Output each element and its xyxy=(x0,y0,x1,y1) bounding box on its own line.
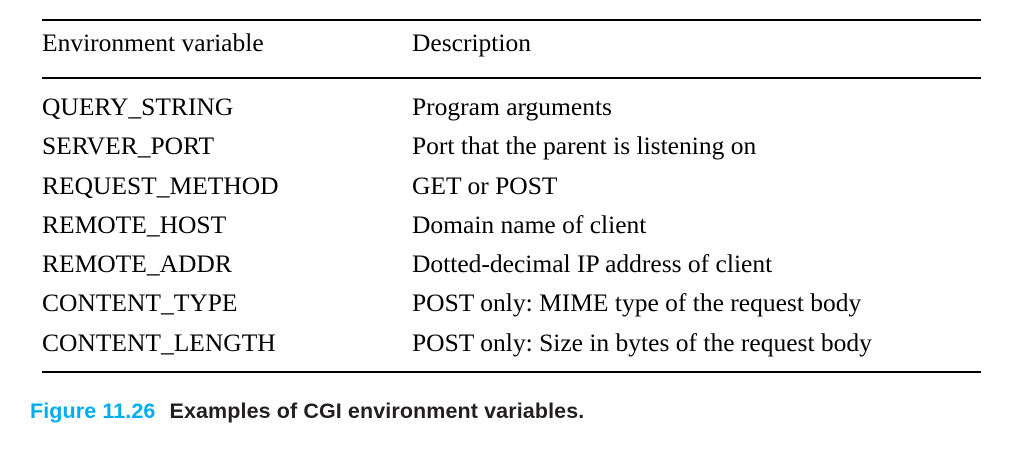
table-row: REMOTE_ADDR Dotted-decimal IP address of… xyxy=(42,244,981,283)
cell-description: Dotted-decimal IP address of client xyxy=(412,249,773,279)
table-row: CONTENT_TYPE POST only: MIME type of the… xyxy=(42,283,981,322)
figure-number: Figure 11.26 xyxy=(30,399,156,423)
table-row: SERVER_PORT Port that the parent is list… xyxy=(42,126,981,165)
figure-caption-text: Examples of CGI environment variables. xyxy=(169,399,585,423)
cell-variable: REMOTE_HOST xyxy=(42,209,227,239)
table-body: QUERY_STRING Program arguments SERVER_PO… xyxy=(42,79,981,371)
cell-variable: CONTENT_LENGTH xyxy=(42,327,276,357)
cell-description: POST only: MIME type of the request body xyxy=(412,288,862,318)
table-row: REQUEST_METHOD GET or POST xyxy=(42,166,981,205)
table-body-wrapper: QUERY_STRING Program arguments SERVER_PO… xyxy=(42,79,981,371)
figure-caption: Figure 11.26 Examples of CGI environment … xyxy=(30,398,584,424)
cell-variable: CONTENT_TYPE xyxy=(42,288,238,318)
table-header-rule xyxy=(42,77,981,79)
cell-description: GET or POST xyxy=(412,170,558,200)
table-row: CONTENT_LENGTH POST only: Size in bytes … xyxy=(42,323,981,371)
table-bottom-rule xyxy=(42,371,981,374)
cell-variable: SERVER_PORT xyxy=(42,131,215,161)
cell-description: POST only: Size in bytes of the request … xyxy=(412,327,872,357)
cell-variable: REMOTE_ADDR xyxy=(42,249,232,279)
table: Environment variable Description xyxy=(42,21,981,77)
cell-variable: REQUEST_METHOD xyxy=(42,170,279,200)
column-header-environment-variable: Environment variable xyxy=(42,28,264,57)
table-row: QUERY_STRING Program arguments xyxy=(42,79,981,126)
cell-variable: QUERY_STRING xyxy=(42,92,234,121)
table-top-rule xyxy=(42,19,981,21)
cell-description: Domain name of client xyxy=(412,209,647,239)
column-header-description: Description xyxy=(412,28,531,57)
table-header: Environment variable Description xyxy=(42,21,981,77)
cell-description: Program arguments xyxy=(412,92,612,121)
cell-description: Port that the parent is listening on xyxy=(412,131,757,161)
cgi-environment-variables-table: Environment variable Description QUERY_S… xyxy=(42,19,981,374)
table-header-row: Environment variable Description xyxy=(42,21,981,77)
table-row: REMOTE_HOST Domain name of client xyxy=(42,205,981,244)
